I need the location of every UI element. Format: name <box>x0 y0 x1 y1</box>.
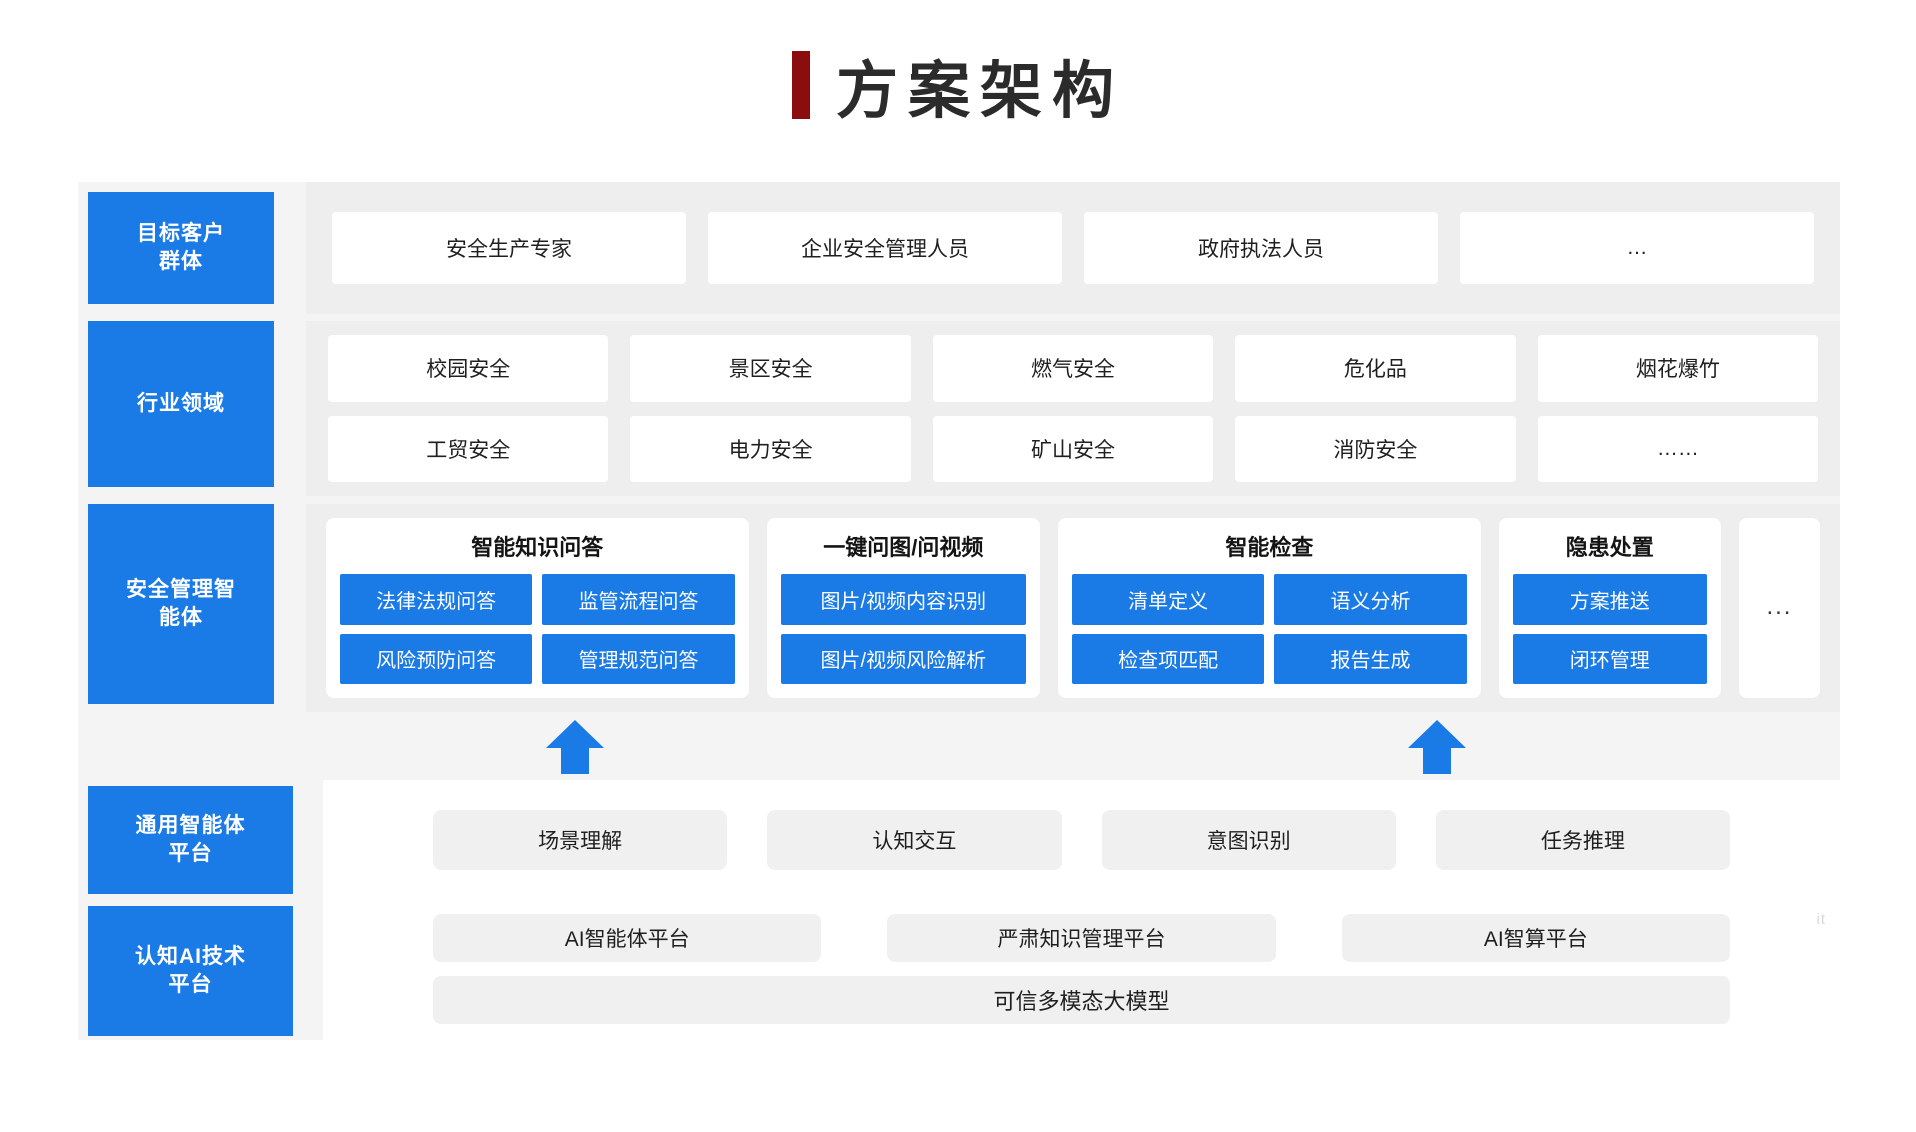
agent-pill[interactable]: 报告生成 <box>1274 633 1467 684</box>
agent-card-title: 智能检查 <box>1225 535 1314 560</box>
agent-card-pills: 图片/视频内容识别 图片/视频风险解析 <box>780 574 1027 684</box>
agent-card-image-video-qa[interactable]: 一键问图/问视频 图片/视频内容识别 图片/视频风险解析 <box>766 518 1041 698</box>
cognitive-platform-chip[interactable]: 严肃知识管理平台 <box>887 914 1276 962</box>
title-text: 方案架构 <box>835 57 1124 126</box>
agent-pill[interactable]: 检查项匹配 <box>1072 633 1265 684</box>
customer-chip[interactable]: 政府执法人员 <box>1084 212 1438 284</box>
row-general-platform: 通用智能体 平台 场景理解 认知交互 意图识别 任务推理 <box>78 780 1840 900</box>
agent-pill[interactable]: 语义分析 <box>1274 574 1467 625</box>
agent-card-pills: 方案推送 闭环管理 <box>1512 574 1707 684</box>
row-label-industry: 行业领域 <box>88 321 274 487</box>
customer-chip[interactable]: 企业安全管理人员 <box>708 212 1062 284</box>
general-platform-chip[interactable]: 场景理解 <box>433 810 728 870</box>
row-label-line2: 群体 <box>159 250 203 273</box>
row-label-safety-agents: 安全管理智 能体 <box>88 504 274 704</box>
industry-chip[interactable]: 燃气安全 <box>932 335 1214 402</box>
general-platform-band: 场景理解 认知交互 意图识别 任务推理 <box>323 780 1840 900</box>
industry-chip[interactable]: 危化品 <box>1235 335 1516 402</box>
agent-pill[interactable]: 法律法规问答 <box>340 574 533 625</box>
page-title: 方案架构 <box>0 40 1916 130</box>
general-platform-chip[interactable]: 认知交互 <box>767 810 1062 870</box>
agent-card-title: 一键问图/问视频 <box>823 535 984 560</box>
row-label-target-customers: 目标客户 群体 <box>88 192 274 304</box>
industry-chip[interactable]: 矿山安全 <box>932 415 1214 482</box>
row-industry: 行业领域 校园安全 景区安全 燃气安全 危化品 烟花爆竹 工贸安全 电力安全 矿… <box>78 321 1840 496</box>
agent-pill[interactable]: 闭环管理 <box>1512 633 1707 684</box>
row-label-line1: 目标客户 <box>137 222 225 246</box>
row-label-cognitive-platform: 认知AI技术 平台 <box>88 906 293 1036</box>
agent-card-smart-inspection[interactable]: 智能检查 清单定义 语义分析 检查项匹配 报告生成 <box>1058 518 1481 698</box>
agent-card-knowledge-qa[interactable]: 智能知识问答 法律法规问答 监管流程问答 风险预防问答 管理规范问答 <box>326 518 749 698</box>
industry-band: 校园安全 景区安全 燃气安全 危化品 烟花爆竹 工贸安全 电力安全 矿山安全 消… <box>306 321 1840 496</box>
cognitive-platform-wide-chip[interactable]: 可信多模态大模型 <box>433 976 1730 1024</box>
title-accent-bar <box>791 51 810 119</box>
industry-chip-more[interactable]: …… <box>1537 415 1819 482</box>
general-platform-chip[interactable]: 任务推理 <box>1435 810 1730 870</box>
industry-line-2: 工贸安全 电力安全 矿山安全 消防安全 …… <box>328 415 1819 482</box>
industry-chip[interactable]: 消防安全 <box>1235 415 1516 482</box>
row-label-line1: 认知AI技术 <box>135 945 246 969</box>
industry-chip[interactable]: 校园安全 <box>328 335 609 402</box>
up-arrow-icon-left <box>544 718 606 776</box>
row-label-general-platform: 通用智能体 平台 <box>88 786 293 894</box>
agent-pill[interactable]: 风险预防问答 <box>340 633 533 684</box>
general-platform-chip[interactable]: 意图识别 <box>1101 810 1396 870</box>
up-arrow-icon-right <box>1406 718 1468 776</box>
row-target-customers: 目标客户 群体 安全生产专家 企业安全管理人员 政府执法人员 … <box>78 182 1840 314</box>
safety-agents-band: 智能知识问答 法律法规问答 监管流程问答 风险预防问答 管理规范问答 一键问图/… <box>306 504 1840 712</box>
agent-card-hazard-handling[interactable]: 隐患处置 方案推送 闭环管理 <box>1498 518 1721 698</box>
row-label-line2: 平台 <box>168 973 213 996</box>
row-label-line1: 通用智能体 <box>135 814 246 838</box>
target-customers-band: 安全生产专家 企业安全管理人员 政府执法人员 … <box>306 182 1840 314</box>
agent-pill[interactable]: 图片/视频风险解析 <box>780 633 1027 684</box>
pill-row: 方案推送 <box>1512 574 1707 625</box>
cognitive-platform-band: AI智能体平台 严肃知识管理平台 AI智算平台 可信多模态大模型 <box>323 900 1840 1040</box>
row-label-line2: 能体 <box>159 606 203 629</box>
row-label-line2: 平台 <box>168 842 213 865</box>
agent-pill[interactable]: 清单定义 <box>1072 574 1265 625</box>
agent-card-more[interactable]: ... <box>1738 518 1820 698</box>
agent-card-pills: 清单定义 语义分析 检查项匹配 报告生成 <box>1072 574 1467 684</box>
agent-pill[interactable]: 图片/视频内容识别 <box>780 574 1027 625</box>
row-label-line1: 安全管理智 <box>126 578 236 602</box>
pill-row: 闭环管理 <box>1512 633 1707 684</box>
agent-card-pills: 法律法规问答 监管流程问答 风险预防问答 管理规范问答 <box>340 574 735 684</box>
watermark: it <box>1816 911 1826 928</box>
row-safety-agents: 安全管理智 能体 智能知识问答 法律法规问答 监管流程问答 风险预防问答 管理规… <box>78 504 1840 712</box>
pill-row: 法律法规问答 监管流程问答 <box>340 574 735 625</box>
pill-row: 检查项匹配 报告生成 <box>1072 633 1467 684</box>
industry-chip[interactable]: 景区安全 <box>630 335 911 402</box>
pill-row: 清单定义 语义分析 <box>1072 574 1467 625</box>
cognitive-platform-line-1: AI智能体平台 严肃知识管理平台 AI智算平台 <box>433 914 1730 962</box>
industry-chip[interactable]: 烟花爆竹 <box>1537 335 1819 402</box>
cognitive-platform-chip[interactable]: AI智能体平台 <box>433 914 822 962</box>
industry-chip[interactable]: 工贸安全 <box>328 415 609 482</box>
row-cognitive-platform: 认知AI技术 平台 AI智能体平台 严肃知识管理平台 AI智算平台 可信多模态大… <box>78 900 1840 1040</box>
agent-pill[interactable]: 监管流程问答 <box>542 574 735 625</box>
customer-chip[interactable]: 安全生产专家 <box>332 212 686 284</box>
industry-chip[interactable]: 电力安全 <box>630 415 911 482</box>
agent-pill[interactable]: 管理规范问答 <box>542 633 735 684</box>
industry-line-1: 校园安全 景区安全 燃气安全 危化品 烟花爆竹 <box>328 335 1819 402</box>
cognitive-platform-chip[interactable]: AI智算平台 <box>1341 914 1730 962</box>
agent-card-title: 智能知识问答 <box>471 535 604 560</box>
agent-pill[interactable]: 方案推送 <box>1512 574 1707 625</box>
pill-row: 图片/视频风险解析 <box>780 633 1027 684</box>
architecture-frame: 目标客户 群体 安全生产专家 企业安全管理人员 政府执法人员 … 行业领域 校园… <box>78 182 1840 1040</box>
pill-row: 图片/视频内容识别 <box>780 574 1027 625</box>
agent-card-title: 隐患处置 <box>1565 535 1654 560</box>
customer-chip-more[interactable]: … <box>1460 212 1814 284</box>
pill-row: 风险预防问答 管理规范问答 <box>340 633 735 684</box>
